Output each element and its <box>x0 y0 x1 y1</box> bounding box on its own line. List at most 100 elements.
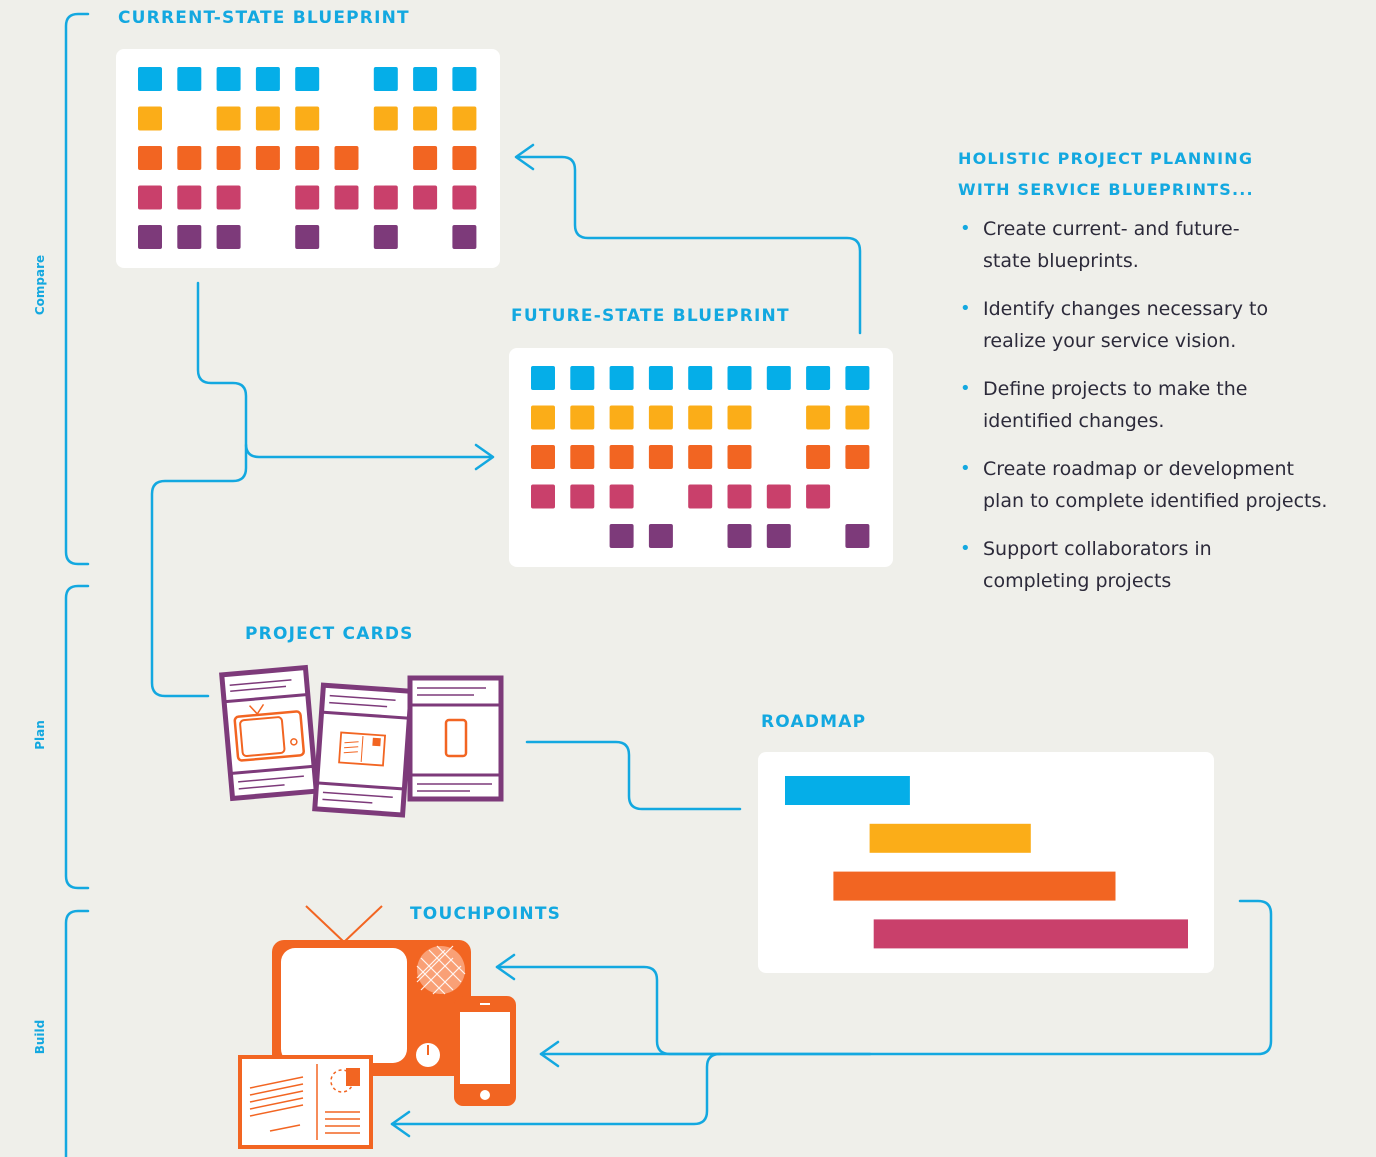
roadmap-bars <box>785 776 1188 949</box>
future-blueprint-cell-r4-c6 <box>727 484 752 509</box>
side-panel-title: HOLISTIC PROJECT PLANNING WITH SERVICE B… <box>958 143 1358 205</box>
bullet-3-line-1: Define projects to make the <box>983 378 1248 400</box>
project-card-3 <box>407 675 504 802</box>
touchpoints-branch-bottom <box>390 1052 722 1126</box>
future-blueprint-cell-r2-c1 <box>531 405 555 430</box>
future-blueprint-cell-r4-c3 <box>609 484 634 509</box>
current-blueprint-cell-r2-c3 <box>216 106 241 131</box>
future-blueprint-cell-r3-c8 <box>806 445 831 469</box>
roadmap-title: ROADMAP <box>761 712 867 732</box>
current-blueprint-cell-r3-c8 <box>413 146 438 170</box>
side-panel-title-line-2: WITH SERVICE BLUEPRINTS... <box>958 180 1254 199</box>
future-blueprint-cell-r2-c3 <box>609 405 634 430</box>
current-blueprint-cell-r4-c1 <box>138 185 162 210</box>
touchpoints-title: TOUCHPOINTS <box>410 904 562 924</box>
bullet-5-line-1: Support collaborators in <box>983 538 1212 560</box>
future-blueprint-cell-r2-c5 <box>688 405 713 430</box>
current-blueprint-cell-r4-c3 <box>216 185 241 210</box>
future-blueprint-cell-r1-c4 <box>648 366 673 390</box>
current-blueprint-cell-r1-c3 <box>216 67 241 91</box>
future-blueprint-cell-r3-c6 <box>727 445 752 469</box>
touchpoints-arrowhead-bottom <box>390 1110 411 1138</box>
roadmap-bar-4 <box>873 919 1188 949</box>
future-blueprint-title: FUTURE-STATE BLUEPRINT <box>511 306 790 326</box>
current-blueprint-cell-r3-c4 <box>255 146 280 170</box>
roadmap-to-touchpoints-connector <box>539 899 1273 1056</box>
current-blueprint-cell-r5-c5 <box>295 225 320 249</box>
future-blueprint-cell-r5-c6 <box>727 524 752 548</box>
touchpoints-illustration <box>238 905 516 1149</box>
future-blueprint-cell-r3-c4 <box>648 445 673 469</box>
roadmap-bar-2 <box>869 823 1031 853</box>
side-panel-list: Create current- and future-state bluepri… <box>958 213 1358 597</box>
bullet-4-line-1: Create roadmap or development <box>983 458 1294 480</box>
future-blueprint-cell-r3-c2 <box>570 445 595 469</box>
bullet-4-line-2: plan to complete identified projects. <box>983 490 1328 512</box>
current-blueprint-cell-r1-c2 <box>177 67 202 91</box>
current-blueprint-cell-r2-c7 <box>373 106 398 131</box>
cards-to-roadmap-connector <box>525 740 742 811</box>
tv-screen <box>281 948 407 1063</box>
current-blueprint-cell-r2-c8 <box>413 106 438 131</box>
future-blueprint-cell-r4-c5 <box>688 484 713 509</box>
future-blueprint-cell-r4-c1 <box>531 484 555 509</box>
current-blueprint-cell-r3-c2 <box>177 146 202 170</box>
tv-antenna-left <box>305 905 345 943</box>
future-blueprint-cell-r2-c2 <box>570 405 595 430</box>
bullet-3-line-2: identified changes. <box>983 410 1165 432</box>
project-card-2 <box>312 682 414 818</box>
current-blueprint-cell-r5-c2 <box>177 225 202 249</box>
current-blueprint-cell-r1-c4 <box>255 67 280 91</box>
project-cards-illustration <box>219 664 504 818</box>
current-blueprint-cell-r1-c5 <box>295 67 320 91</box>
current-blueprint-title: CURRENT-STATE BLUEPRINT <box>118 8 410 28</box>
future-blueprint-cell-r3-c1 <box>531 445 555 469</box>
current-blueprint-cell-r2-c5 <box>295 106 320 131</box>
current-blueprint-cell-r1-c8 <box>413 67 438 91</box>
future-to-current-connector <box>515 155 862 335</box>
current-blueprint-cell-r2-c1 <box>138 106 162 131</box>
future-blueprint-cell-r1-c8 <box>806 366 831 390</box>
future-blueprint-cell-r4-c8 <box>806 484 831 509</box>
future-blueprint-cell-r5-c3 <box>609 524 634 548</box>
current-to-future-connector <box>196 281 494 459</box>
bullet-1-line-2: state blueprints. <box>983 250 1139 272</box>
bullet-2-line-2: realize your service vision. <box>983 330 1237 352</box>
current-blueprint-cell-r1-c1 <box>138 67 162 91</box>
touchpoints-branch-top <box>495 965 872 1056</box>
touchpoints-arrowhead-top <box>495 953 516 981</box>
side-panel: HOLISTIC PROJECT PLANNING WITH SERVICE B… <box>958 143 1358 613</box>
side-panel-title-line-1: HOLISTIC PROJECT PLANNING <box>958 149 1254 168</box>
roadmap-bar-1 <box>785 776 910 805</box>
future-blueprint-cell-r3-c5 <box>688 445 713 469</box>
tv-antenna-right <box>343 905 383 943</box>
current-blueprint-cell-r1-c9 <box>452 67 477 91</box>
future-blueprint-cell-r1-c6 <box>727 366 752 390</box>
future-blueprint-cell-r4-c7 <box>766 484 791 509</box>
postcard-stamp <box>346 1068 360 1086</box>
current-blueprint-cell-r3-c3 <box>216 146 241 170</box>
current-blueprint-cell-r5-c7 <box>373 225 398 249</box>
future-blueprint-cell-r1-c2 <box>570 366 595 390</box>
current-blueprint-cell-r3-c1 <box>138 146 162 170</box>
current-blueprint-cell-r4-c2 <box>177 185 202 210</box>
bullet-1-line-1: Create current- and future- <box>983 218 1240 240</box>
future-blueprint-cell-r1-c5 <box>688 366 713 390</box>
future-blueprint-cell-r1-c7 <box>766 366 791 390</box>
plan-bracket <box>64 584 90 890</box>
current-blueprint-cell-r4-c8 <box>413 185 438 210</box>
compare-bracket <box>64 12 90 566</box>
bullet-2-line-1: Identify changes necessary to <box>983 298 1269 320</box>
future-blueprint-cell-r5-c9 <box>845 524 870 548</box>
current-blueprint-cell-r3-c6 <box>334 146 359 170</box>
future-blueprint-cell-r1-c9 <box>845 366 870 390</box>
blueprint-to-cards-connector <box>150 443 248 698</box>
future-blueprint-cell-r5-c4 <box>648 524 673 548</box>
current-blueprint-cell-r4-c9 <box>452 185 477 210</box>
project-card-1 <box>219 664 319 802</box>
roadmap-bar-3 <box>833 871 1116 901</box>
current-blueprint-cell-r2-c4 <box>255 106 280 131</box>
list-item: Create roadmap or development plan to com… <box>958 453 1358 517</box>
current-blueprint-cell-r5-c9 <box>452 225 477 249</box>
